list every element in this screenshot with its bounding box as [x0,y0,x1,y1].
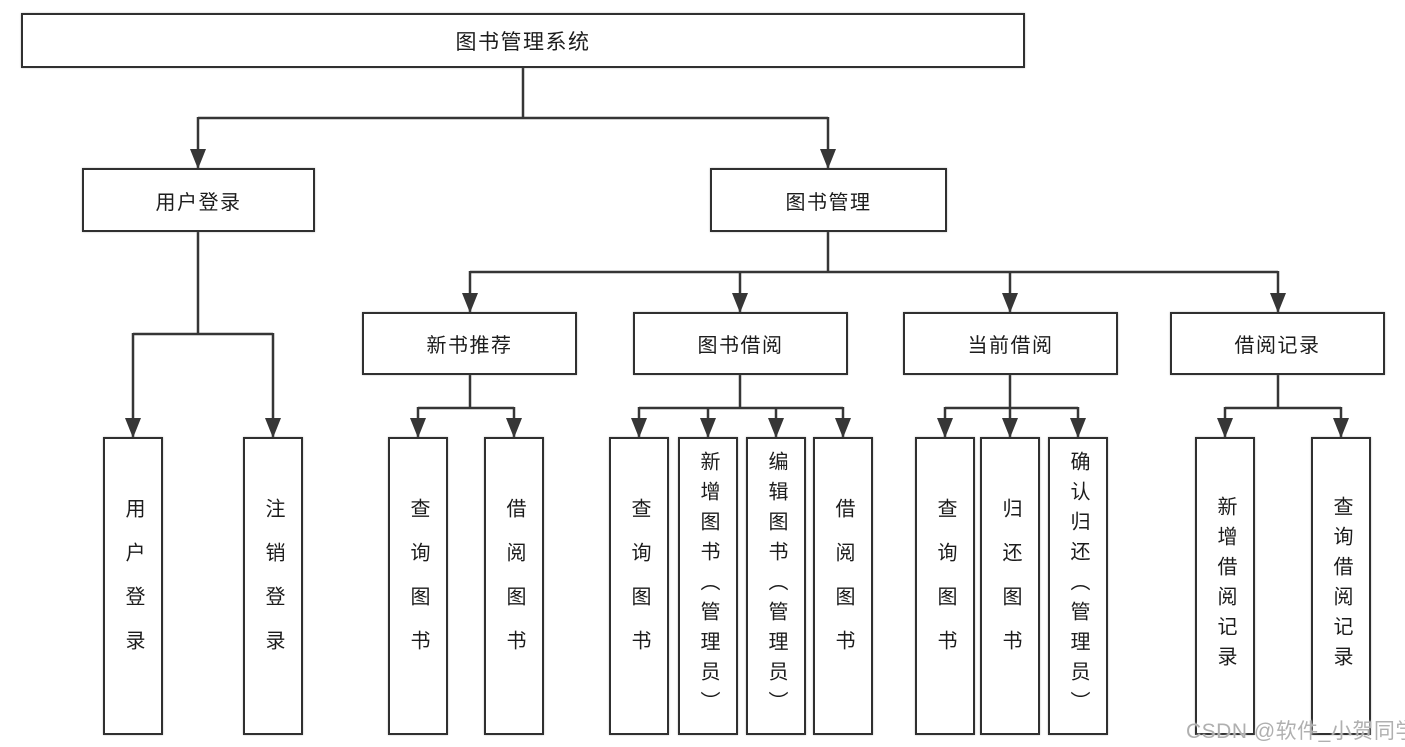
node-book-mgmt: 图书管理 [710,168,947,232]
node-bb-query-book: 查询图书 [609,437,669,735]
node-current-borrow: 当前借阅 [903,312,1118,375]
node-leaf-logout: 注销登录 [243,437,303,735]
node-bb-borrow-book: 借阅图书 [813,437,873,735]
node-book-borrow: 图书借阅 [633,312,848,375]
node-br-query-record: 查询借阅记录 [1311,437,1371,735]
node-user-login: 用户登录 [82,168,315,232]
node-leaf-user-login: 用户登录 [103,437,163,735]
node-rec-borrow-book: 借阅图书 [484,437,544,735]
node-root: 图书管理系统 [21,13,1025,68]
csdn-watermark: CSDN @软件_小贺同学 [1186,720,1405,743]
node-cb-query-book: 查询图书 [915,437,975,735]
connector-group [125,68,1349,438]
node-cb-confirm-return: 确认归还（管理员） [1048,437,1108,735]
node-br-add-record: 新增借阅记录 [1195,437,1255,735]
node-bb-edit-book: 编辑图书（管理员） [746,437,806,735]
node-rec-query-book: 查询图书 [388,437,448,735]
node-bb-add-book: 新增图书（管理员） [678,437,738,735]
node-new-book-rec: 新书推荐 [362,312,577,375]
node-cb-return-book: 归还图书 [980,437,1040,735]
node-borrow-record: 借阅记录 [1170,312,1385,375]
